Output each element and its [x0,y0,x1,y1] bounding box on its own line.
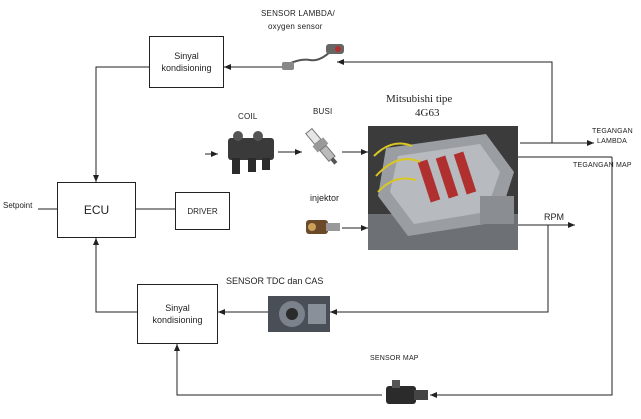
driver-block: DRIVER [175,192,230,230]
engine-label-line2: 4G63 [415,107,439,119]
tegangan-map-label: TEGANGAN MAP [573,162,632,169]
map-sensor-image [382,378,432,412]
lambda-sensor-image [280,38,350,72]
spark-plug-image [302,124,344,172]
engine-image [368,126,518,250]
injektor-label: injektor [310,193,339,203]
signal-conditioning-bottom-block: Sinyal kondisioning [137,284,218,344]
coil-image [222,128,280,178]
arrow-bottom-conditioning-to-ecu [96,238,137,312]
setpoint-label: Setpoint [3,201,32,210]
coil-label: COIL [238,112,257,121]
tegangan-lambda-label-line2: LAMBDA [597,138,627,145]
signal-conditioning-top-line1: Sinyal [161,50,211,62]
sensor-tdc-cas-label: SENSOR TDC dan CAS [226,276,323,286]
signal-conditioning-bottom-line2: kondisioning [152,314,202,326]
sensor-lambda-label-line1: SENSOR LAMBDA/ [261,9,335,18]
arrow-map-to-conditioning [177,344,382,395]
tdc-cas-sensor-image [268,296,330,332]
tegangan-lambda-label-line1: TEGANGAN [592,128,633,135]
ecu-block: ECU [57,182,136,238]
sensor-map-label: SENSOR MAP [370,355,419,362]
arrow-conditioning-to-ecu [96,67,149,182]
ecu-label: ECU [84,203,109,217]
injector-image [302,212,344,242]
driver-label: DRIVER [187,207,217,216]
signal-conditioning-top-block: Sinyal kondisioning [149,36,224,88]
engine-label-line1: Mitsubishi tipe [386,93,452,105]
sensor-lambda-label-line2: oxygen sensor [268,22,323,31]
signal-conditioning-top-line2: kondisioning [161,62,211,74]
signal-conditioning-bottom-line1: Sinyal [152,302,202,314]
rpm-label: RPM [544,212,564,222]
busi-label: BUSI [313,107,332,116]
